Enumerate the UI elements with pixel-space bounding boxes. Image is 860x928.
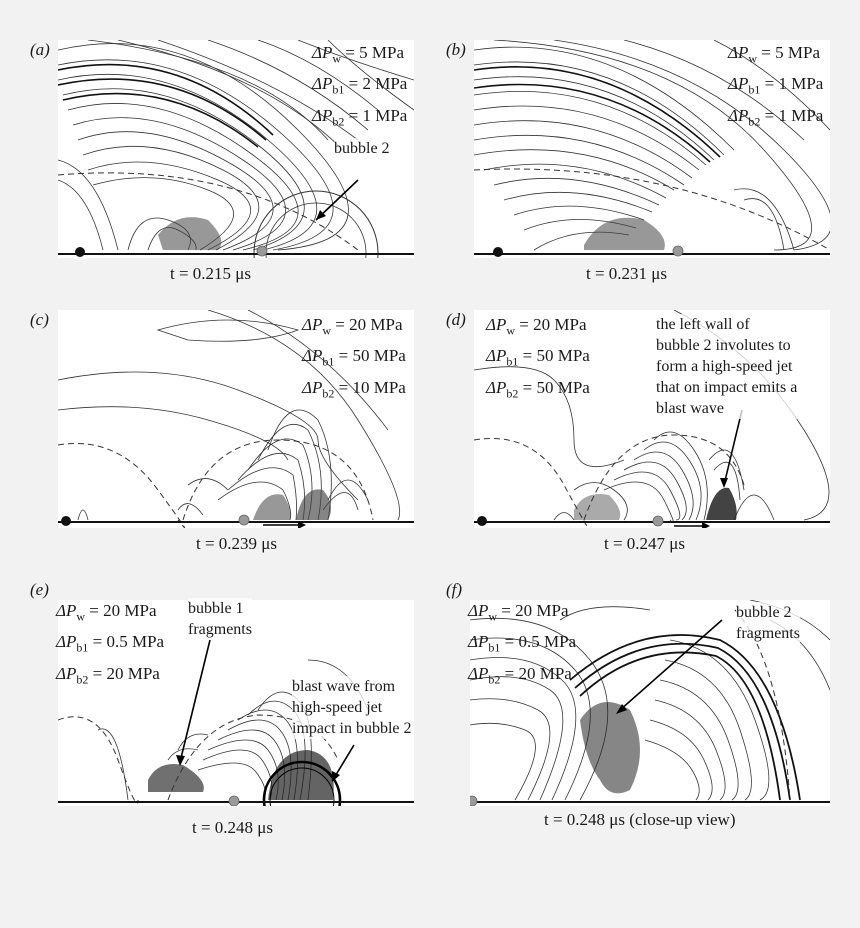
parameter-list: ΔPw = 20 MPa ΔPb1 = 50 MPa ΔPb2 = 10 MPa [302,312,406,406]
param-b1: ΔPb1 = 50 MPa [302,346,406,369]
parameter-list: ΔPw = 20 MPa ΔPb1 = 0.5 MPa ΔPb2 = 20 MP… [468,598,576,692]
time-caption: t = 0.248 μs (close-up view) [544,810,736,829]
fragment-region [148,764,204,792]
param-w: ΔPw = 5 MPa [728,43,820,66]
bubble-2-center [470,795,478,806]
shock-bands [58,63,274,148]
bubble-2-center [652,515,664,527]
dashed-front [734,609,791,801]
blast-arrow [333,744,355,779]
dashed-front [58,442,186,528]
param-b1: ΔPb1 = 2 MPa [312,74,408,97]
time-caption: t = 0.247 μs [604,534,686,553]
dashed-front-2 [182,439,374,521]
bubble-1-center [493,247,503,257]
panel-label: (c) [30,310,49,329]
pressure-contours [58,40,414,251]
dashed-front [58,172,359,251]
param-w: ΔPw = 20 MPa [56,601,157,624]
panel-label: (b) [446,40,466,59]
fragments-arrow [619,619,723,711]
blast-wave-ring [262,760,342,806]
dense-region-2 [296,489,332,520]
parameter-list: ΔPw = 20 MPa ΔPb1 = 0.5 MPa ΔPb2 = 20 MP… [56,598,164,692]
dashed-front [474,168,830,251]
jet-region [706,487,737,520]
time-caption: t = 0.248 μs [192,818,274,837]
annotation-arrow [723,409,743,486]
param-w: ΔPw = 20 MPa [486,315,587,338]
param-b2: ΔPb2 = 20 MPa [56,663,160,687]
param-b2: ΔPb2 = 50 MPa [486,377,590,401]
shock-bands [569,634,801,801]
bubble-2-jet [268,750,334,800]
bubble-2-center [228,795,240,806]
param-w: ΔPw = 20 MPa [302,315,403,338]
param-b2: ΔPb2 = 1 MPa [728,105,824,129]
param-b2: ΔPb2 = 10 MPa [302,377,406,401]
time-caption: t = 0.239 μs [196,534,278,553]
panel-label: (a) [30,40,50,59]
annotation-bubble-2-fragments: bubble 2 fragments [736,602,800,644]
param-w: ΔPw = 20 MPa [468,601,569,624]
dashed-front [474,438,587,526]
bubble-2-center [256,245,268,257]
fragment-region [580,702,640,794]
param-b1: ΔPb1 = 0.5 MPa [56,632,165,655]
bubble-2-center [238,514,250,526]
panel-label: (d) [446,310,466,329]
panel-label: (f) [446,580,463,599]
param-b1: ΔPb1 = 0.5 MPa [468,632,577,655]
panel-label: (e) [30,580,49,599]
annotation-bubble-1-fragments: bubble 1 fragments [188,598,252,640]
dashed-front-2 [167,714,339,801]
contour-plot [474,40,830,258]
time-caption: t = 0.231 μs [586,264,668,283]
dashed-front [58,716,139,804]
annotation-jet: the left wall of bubble 2 involutes to f… [656,314,798,419]
contour-plot [58,310,414,528]
bubble-1-center [61,516,71,526]
param-b2: ΔPb2 = 1 MPa [312,105,408,129]
dense-region [158,217,222,250]
parameter-list: ΔPw = 5 MPa ΔPb1 = 1 MPa ΔPb2 = 1 MPa [728,40,823,134]
pressure-contours [474,40,830,251]
fragment-region [574,494,621,520]
parameter-list: ΔPw = 20 MPa ΔPb1 = 50 MPa ΔPb2 = 50 MPa [486,312,590,406]
shock-bands [474,66,721,163]
annotation-bubble-2: bubble 2 [334,138,390,159]
bubble-1-center [75,247,85,257]
pressure-contours [474,310,830,523]
bubble-2-center [672,245,684,257]
param-b1: ΔPb1 = 1 MPa [728,74,824,97]
dense-region [584,217,665,250]
parameter-list: ΔPw = 5 MPa ΔPb1 = 2 MPa ΔPb2 = 1 MPa [312,40,407,134]
time-caption: t = 0.215 μs [170,264,252,283]
fragments-arrow [179,639,211,763]
annotation-blast-wave: blast wave from high-speed jet impact in… [292,676,412,739]
param-b1: ΔPb1 = 50 MPa [486,346,590,369]
param-w: ΔPw = 5 MPa [312,43,404,66]
bubble-1-center [477,516,487,526]
dense-region [253,494,291,520]
param-b2: ΔPb2 = 20 MPa [468,663,572,687]
